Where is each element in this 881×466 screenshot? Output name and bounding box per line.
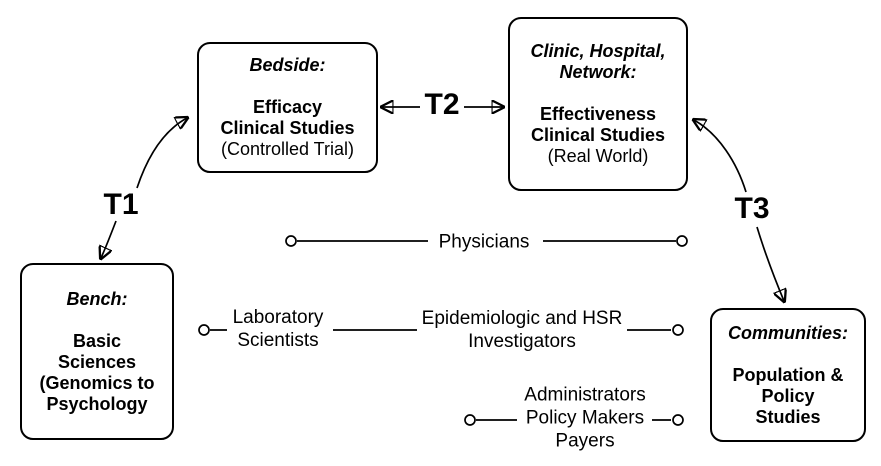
bedside-box-title: Bedside: [249,55,326,75]
clinic-box-title: Clinic, Hospital, Network: [530,41,666,82]
administrators-connector [464,414,684,426]
administrators-policy-makers-payers-label: Administrators Policy Makers Payers [524,384,646,452]
epidemiologic-hsr-investigators-label: Epidemiologic and HSR Investigators [421,308,623,352]
connector-endpoint-circle [464,414,476,426]
clinic-box-body: Effectiveness Clinical Studies [530,104,666,145]
communities-box-body: Population & Policy Studies [732,364,844,427]
communities-box: Communities: Population & Policy Studies [710,308,866,442]
communities-box-title: Communities: [727,322,848,343]
laboratory-scientists-label: Laboratory Scientists [232,307,324,351]
bedside-box-body: Efficacy Clinical Studies [220,97,355,138]
physicians-connector [285,235,688,247]
t2-label: T2 [424,88,460,121]
t3-arrow-upper [694,120,747,193]
t3-label: T3 [734,192,770,225]
investigators-connector [198,324,684,336]
connector-endpoint-circle [676,235,688,247]
physicians-label: Physicians [438,231,530,253]
t1-label: T1 [103,188,139,221]
clinic-hospital-network-box: Clinic, Hospital, Network: Effectiveness… [508,17,688,191]
t1-arrow-lower [101,220,117,258]
connector-endpoint-circle [672,414,684,426]
bench-box-title: Bench: [66,288,128,309]
bench-box-body: Basic Sciences (Genomics to Psychology [39,330,155,414]
bedside-box-note: (Controlled Trial) [220,139,355,159]
bench-box: Bench: Basic Sciences (Genomics to Psych… [20,263,174,440]
t3-arrow-lower [756,226,784,301]
clinic-box-note: (Real World) [547,146,649,166]
connector-endpoint-circle [672,324,684,336]
connector-endpoint-circle [285,235,297,247]
connector-endpoint-circle [198,324,210,336]
bedside-box: Bedside: Efficacy Clinical Studies (Cont… [197,42,378,173]
t1-arrow-upper [136,118,187,189]
